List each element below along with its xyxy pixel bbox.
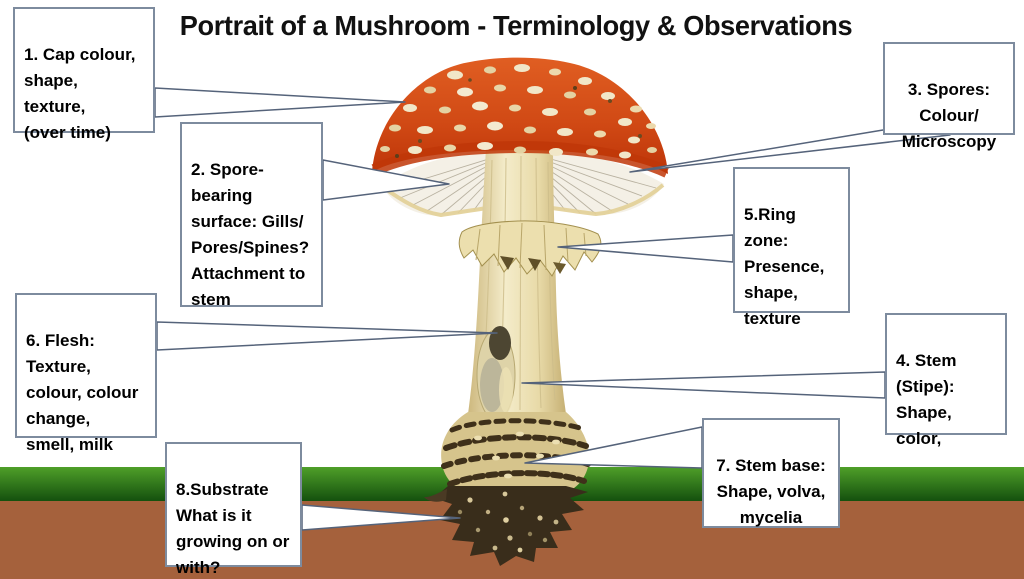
page-title: Portrait of a Mushroom - Terminology & O… — [179, 10, 853, 41]
mushroom-stem-base — [441, 412, 591, 498]
callout-box-ring-zone: 5.Ring zone: Presence, shape, texture — [733, 167, 850, 328]
callout-text-cap: 1. Cap colour, shape, texture, (over tim… — [24, 45, 136, 142]
mushroom-cap — [371, 57, 670, 178]
callout-box-spores: 3. Spores: Colour/ Microscopy — [883, 42, 1015, 151]
callout-text-flesh: 6. Flesh: Texture, colour, colour change… — [26, 331, 139, 454]
callout-box-flesh: 6. Flesh: Texture, colour, colour change… — [15, 293, 157, 454]
callout-box-stem-base: 7. Stem base: Shape, volva, mycelia — [702, 418, 840, 528]
callout-text-spores: 3. Spores: Colour/ Microscopy — [901, 80, 997, 151]
callout-box-stem: 4. Stem (Stipe): Shape, color, — [885, 313, 1007, 448]
callout-text-stem-base: 7. Stem base: Shape, volva, mycelia — [716, 456, 826, 527]
callout-box-cap: 1. Cap colour, shape, texture, (over tim… — [13, 7, 155, 142]
callout-text-ring-zone: 5.Ring zone: Presence, shape, texture — [744, 205, 825, 328]
callout-text-spore-surface: 2. Spore- bearing surface: Gills/ Pores/… — [191, 160, 310, 309]
callout-box-spore-surface: 2. Spore- bearing surface: Gills/ Pores/… — [180, 122, 323, 309]
callout-box-substrate: 8.Substrate What is it growing on or wit… — [165, 442, 302, 577]
callout-text-substrate: 8.Substrate What is it growing on or wit… — [176, 480, 290, 577]
callout-text-stem: 4. Stem (Stipe): Shape, color, — [896, 351, 957, 448]
mushroom-substrate-base — [424, 486, 588, 566]
